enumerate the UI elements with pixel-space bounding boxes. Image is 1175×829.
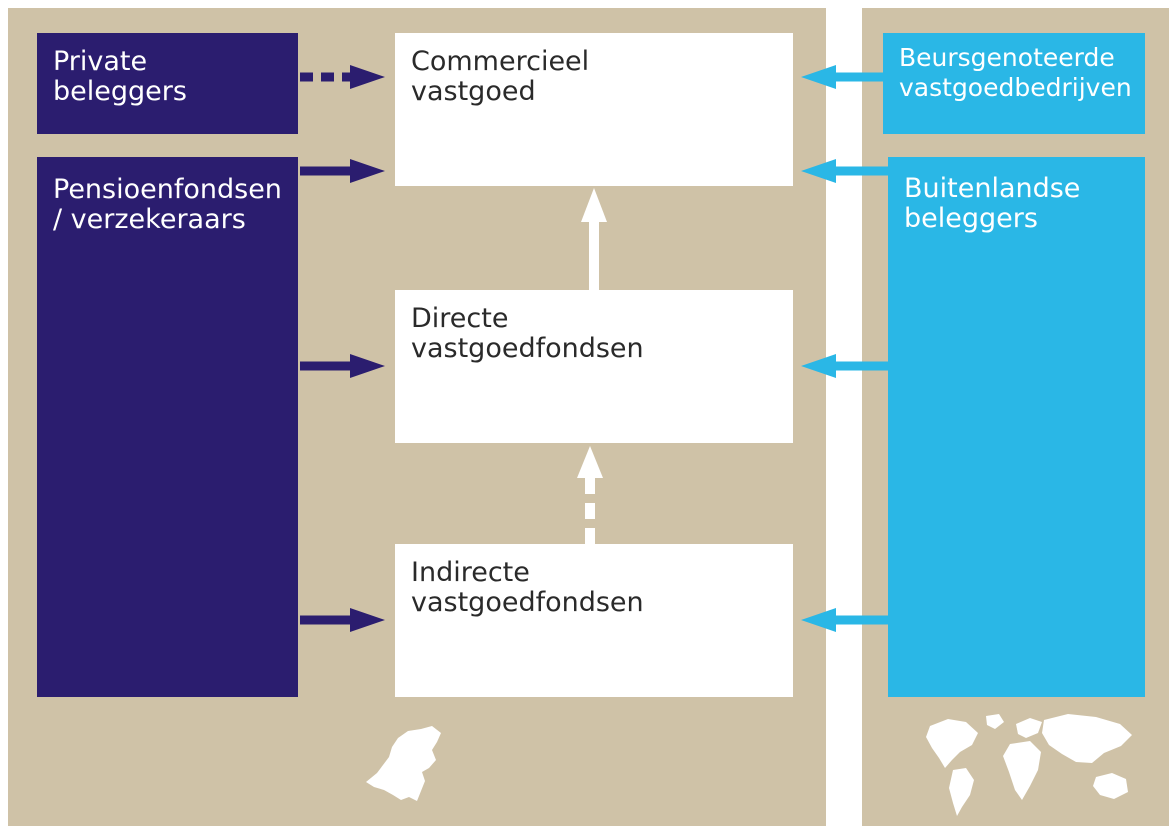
edge-pension-to-direct [300,354,385,378]
listed-companies-label: Beursgenoteerde vastgoedbedrijven [899,43,1132,102]
edge-indirect-to-direct [577,446,603,544]
edge-pension-to-indirect [300,608,385,632]
edge-foreign-to-commercial [801,159,888,183]
edge-foreign-to-direct [801,354,888,378]
edge-foreign-to-indirect [801,608,888,632]
foreign-investors-label: Buitenlandse beleggers [904,173,1081,234]
private-investors-box: Private beleggers [37,33,298,134]
commercial-real-estate-label: Commercieel vastgoed [411,46,590,107]
pension-funds-box: Pensioenfondsen / verzekeraars [37,157,298,697]
direct-funds-box: Directe vastgoedfondsen [395,290,793,443]
direct-funds-label: Directe vastgoedfondsen [411,303,644,364]
foreign-investors-box: Buitenlandse beleggers [888,157,1145,697]
commercial-real-estate-box: Commercieel vastgoed [395,33,793,186]
edge-listed-to-commercial [801,65,883,89]
edge-pension-to-commercial [300,159,385,183]
edge-direct-to-commercial [581,188,607,290]
private-investors-label: Private beleggers [53,46,187,107]
world-map-icon [926,714,1132,816]
netherlands-map-icon [366,726,441,801]
pension-funds-label: Pensioenfondsen / verzekeraars [53,174,282,235]
indirect-funds-label: Indirecte vastgoedfondsen [411,557,644,618]
listed-companies-box: Beursgenoteerde vastgoedbedrijven [883,33,1145,134]
indirect-funds-box: Indirecte vastgoedfondsen [395,544,793,697]
edge-private-to-commercial [300,65,385,89]
